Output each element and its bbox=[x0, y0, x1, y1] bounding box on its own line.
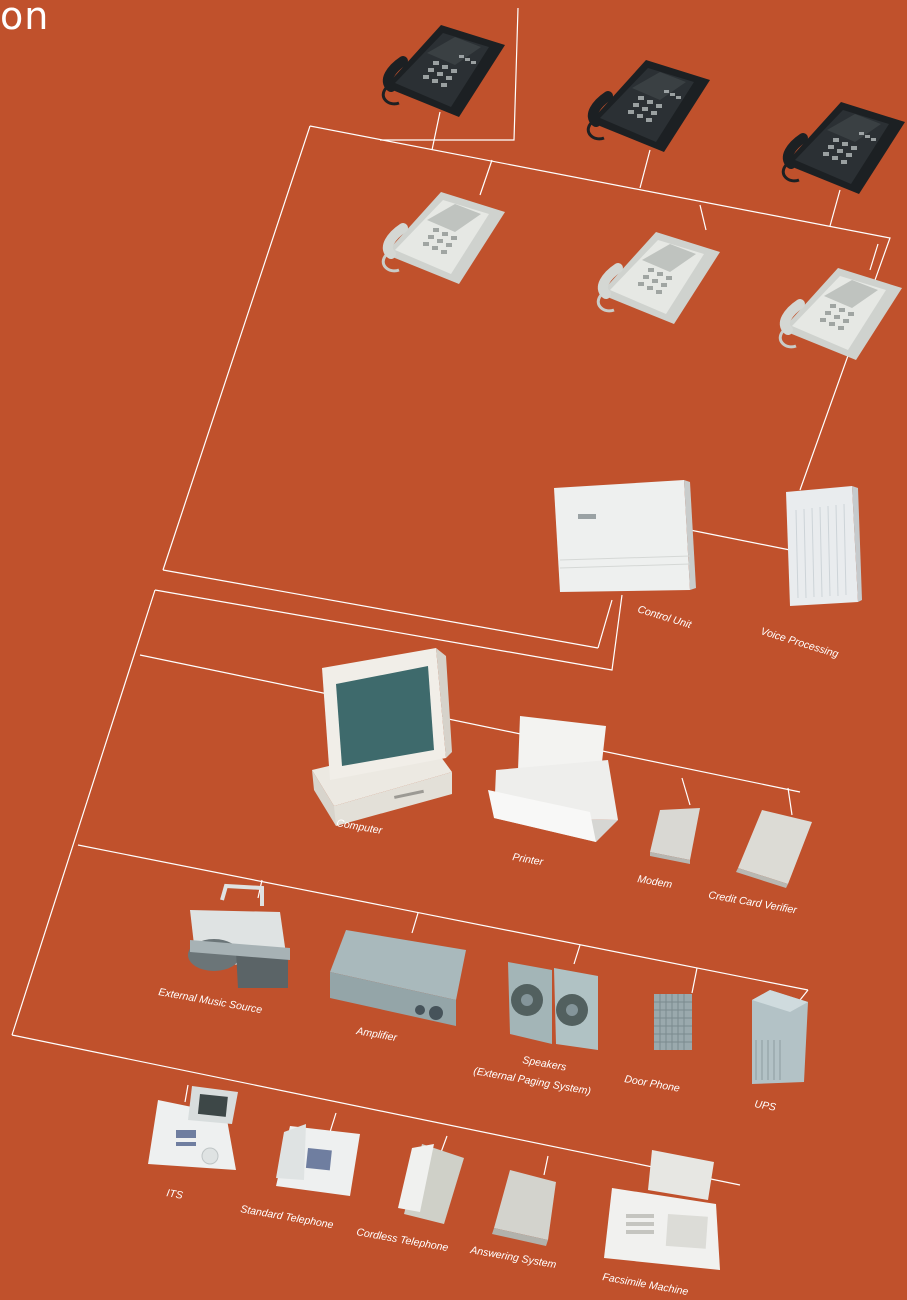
label-modem: Modem bbox=[636, 873, 673, 891]
label-credit-card-verifier: Credit Card Verifier bbox=[707, 889, 798, 916]
dark-keyphone-icon bbox=[783, 102, 905, 194]
credit-card-verifier-icon bbox=[736, 810, 812, 888]
label-amplifier: Amplifier bbox=[354, 1025, 398, 1044]
control-unit-icon bbox=[554, 480, 696, 592]
label-ups: UPS bbox=[753, 1098, 776, 1114]
label-computer: Computer bbox=[335, 817, 383, 837]
light-keyphone-icon bbox=[598, 232, 720, 324]
label-speakers: Speakers bbox=[521, 1054, 568, 1074]
modem-icon bbox=[650, 808, 700, 864]
answering-system-icon bbox=[492, 1170, 556, 1246]
label-its: ITS bbox=[165, 1187, 183, 1202]
label-control-unit: Control Unit bbox=[636, 603, 694, 631]
light-keyphone-icon bbox=[383, 192, 505, 284]
label-speakers-sub: (External Paging System) bbox=[472, 1065, 591, 1097]
amplifier-icon bbox=[330, 930, 466, 1026]
facsimile-machine-icon bbox=[604, 1150, 720, 1270]
door-phone-icon bbox=[654, 994, 692, 1050]
ups-icon bbox=[752, 990, 808, 1084]
light-keyphone-icon bbox=[780, 268, 902, 360]
dark-keyphone-icon bbox=[383, 25, 505, 117]
external-music-source-icon bbox=[188, 886, 290, 988]
cordless-telephone-icon bbox=[398, 1144, 464, 1224]
computer-icon bbox=[312, 648, 452, 826]
label-facsimile-machine: Facsimile Machine bbox=[601, 1271, 689, 1298]
label-standard-telephone: Standard Telephone bbox=[239, 1203, 334, 1231]
label-external-music-source: External Music Source bbox=[157, 986, 263, 1016]
label-cordless-telephone: Cordless Telephone bbox=[355, 1226, 449, 1254]
dark-keyphone-icon bbox=[588, 60, 710, 152]
printer-icon bbox=[488, 716, 618, 842]
its-phone-icon bbox=[148, 1086, 238, 1170]
standard-telephone-icon bbox=[276, 1124, 360, 1196]
voice-processing-icon bbox=[786, 486, 862, 606]
speakers-icon bbox=[508, 962, 598, 1050]
label-door-phone: Door Phone bbox=[623, 1073, 680, 1095]
label-answering-system: Answering System bbox=[468, 1244, 557, 1271]
label-printer: Printer bbox=[511, 851, 544, 868]
label-voice-processing: Voice Processing bbox=[759, 625, 840, 660]
